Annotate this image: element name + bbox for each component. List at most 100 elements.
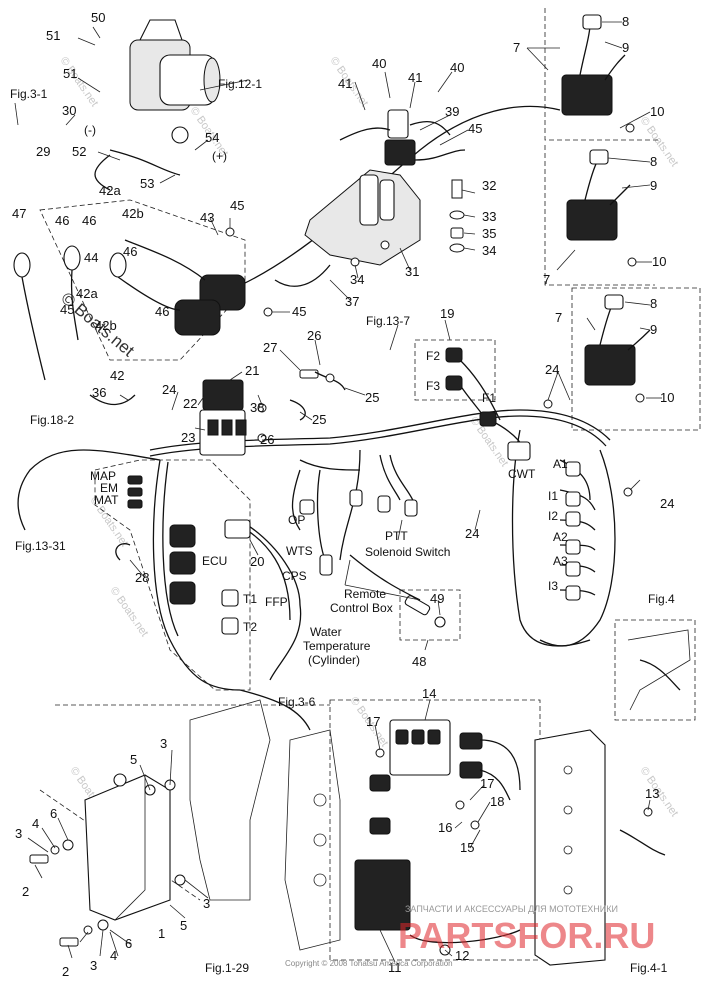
- part-number: 5: [180, 918, 187, 933]
- figure-ref-4-1[interactable]: Fig.4-1: [630, 961, 668, 975]
- label-f2: F2: [426, 349, 440, 363]
- part-number: 42: [110, 368, 124, 383]
- part-number: 26: [260, 432, 274, 447]
- part-number: 31: [405, 264, 419, 279]
- part-number: 28: [135, 570, 149, 585]
- part-number: 7: [555, 310, 562, 325]
- ptt-label-line1: PTT: [385, 529, 408, 543]
- part-number: 33: [482, 209, 496, 224]
- part-number: 8: [650, 296, 657, 311]
- watermark-layer: © Boats.net © Boats.net © Boats.net © Bo…: [57, 55, 680, 819]
- part-number: 5: [130, 752, 137, 767]
- part-number: 13: [645, 786, 659, 801]
- water-label-line1: Water: [310, 625, 342, 639]
- figure-ref-18-2[interactable]: Fig.18-2: [30, 413, 74, 427]
- figure-ref-3-6[interactable]: Fig.3-6: [278, 695, 316, 709]
- part-number: 24: [465, 526, 479, 541]
- part-number: 40: [372, 56, 386, 71]
- part-number: 2: [22, 884, 29, 899]
- part-number: 3: [90, 958, 97, 973]
- part-number: 34: [482, 243, 496, 258]
- remote-label-line1: Remote: [344, 587, 386, 601]
- part-number: 34: [350, 272, 364, 287]
- part-number: 3: [203, 896, 210, 911]
- part-number: 42a: [76, 286, 98, 301]
- part-number: 43: [200, 210, 214, 225]
- label-a1: A1: [553, 457, 568, 471]
- part-number: 24: [660, 496, 674, 511]
- part-number: 10: [652, 254, 666, 269]
- part-number: 51: [46, 28, 60, 43]
- right-bracket: [534, 729, 666, 966]
- part-number: 22: [183, 396, 197, 411]
- watermark-boats: © Boats.net: [58, 55, 101, 109]
- ignition-coil-3: [584, 294, 651, 403]
- shop-logo: PARTSFOR.RU: [398, 915, 655, 956]
- part-number: 1: [158, 926, 165, 941]
- label-i2: I2: [548, 509, 558, 523]
- part-number: 35: [482, 226, 496, 241]
- part-number: 18: [490, 794, 504, 809]
- figure-ref-4[interactable]: Fig.4: [648, 592, 675, 606]
- label-t2: T2: [243, 620, 257, 634]
- label-a2: A2: [553, 530, 568, 544]
- ignition-coil-1: [561, 14, 635, 133]
- part-number: 52: [72, 144, 86, 159]
- part-number: 45: [468, 121, 482, 136]
- part-number: 40: [450, 60, 464, 75]
- part-number: 42a: [99, 183, 121, 198]
- part-number: 53: [140, 176, 154, 191]
- label-wts: WTS: [286, 544, 313, 558]
- relay-group: [13, 227, 273, 381]
- figure-ref-3-1[interactable]: Fig.3-1: [10, 87, 48, 101]
- figure-references[interactable]: Fig.3-1 Fig.12-1 Fig.13-7 Fig.18-2 Fig.1…: [10, 77, 675, 975]
- part-number: 39: [445, 104, 459, 119]
- part-number: 14: [422, 686, 436, 701]
- copyright-text: Copyright © 2008 Tohatsu America Corpora…: [285, 959, 453, 968]
- part-number: 49: [430, 591, 444, 606]
- part-number: 17: [366, 714, 380, 729]
- label-t1: T1: [243, 592, 257, 606]
- part-number: 6: [50, 806, 57, 821]
- part-number: 4: [110, 948, 117, 963]
- part-number: 25: [312, 412, 326, 427]
- part-number: 46: [123, 244, 137, 259]
- fuse-connectors: [445, 347, 531, 461]
- label-a3: A3: [553, 554, 568, 568]
- part-number: 32: [482, 178, 496, 193]
- part-number: 10: [660, 390, 674, 405]
- part-number: 10: [650, 104, 664, 119]
- label-mat: MAT: [94, 493, 119, 507]
- figure-ref-1-29[interactable]: Fig.1-29: [205, 961, 249, 975]
- part-number: 46: [55, 213, 69, 228]
- part-number: 46: [155, 304, 169, 319]
- part-number: 9: [650, 322, 657, 337]
- footer-watermarks: ЗАПЧАСТИ И АКСЕССУАРЫ ДЛЯ МОТОТЕХНИКИ PA…: [285, 904, 655, 968]
- label-i1: I1: [548, 489, 558, 503]
- starter-motor: [129, 19, 249, 144]
- figure-ref-13-31[interactable]: Fig.13-31: [15, 539, 66, 553]
- part-number: 2: [62, 964, 69, 979]
- ecu-connectors: [127, 475, 418, 635]
- part-number: 3: [15, 826, 22, 841]
- part-number: 45: [230, 198, 244, 213]
- water-label-line2: Temperature: [303, 639, 371, 653]
- temperature-sensor: [404, 595, 446, 628]
- figure-ref-13-7[interactable]: Fig.13-7: [366, 314, 410, 328]
- part-number: 7: [543, 272, 550, 287]
- engine-block-outline: [189, 699, 341, 951]
- terminal-plus-label: (+): [212, 149, 227, 163]
- part-number: 21: [245, 363, 259, 378]
- part-number: 12: [455, 948, 469, 963]
- cable-clips: [89, 264, 331, 561]
- part-number: 8: [650, 154, 657, 169]
- label-cwt: CWT: [508, 467, 536, 481]
- label-ecu: ECU: [202, 554, 227, 568]
- part-number: 45: [292, 304, 306, 319]
- part-number: 44: [84, 250, 98, 265]
- part-number: 41: [338, 76, 352, 91]
- figure-ref-12-1[interactable]: Fig.12-1: [218, 77, 262, 91]
- part-number: 24: [162, 382, 176, 397]
- part-number: 11: [388, 960, 402, 975]
